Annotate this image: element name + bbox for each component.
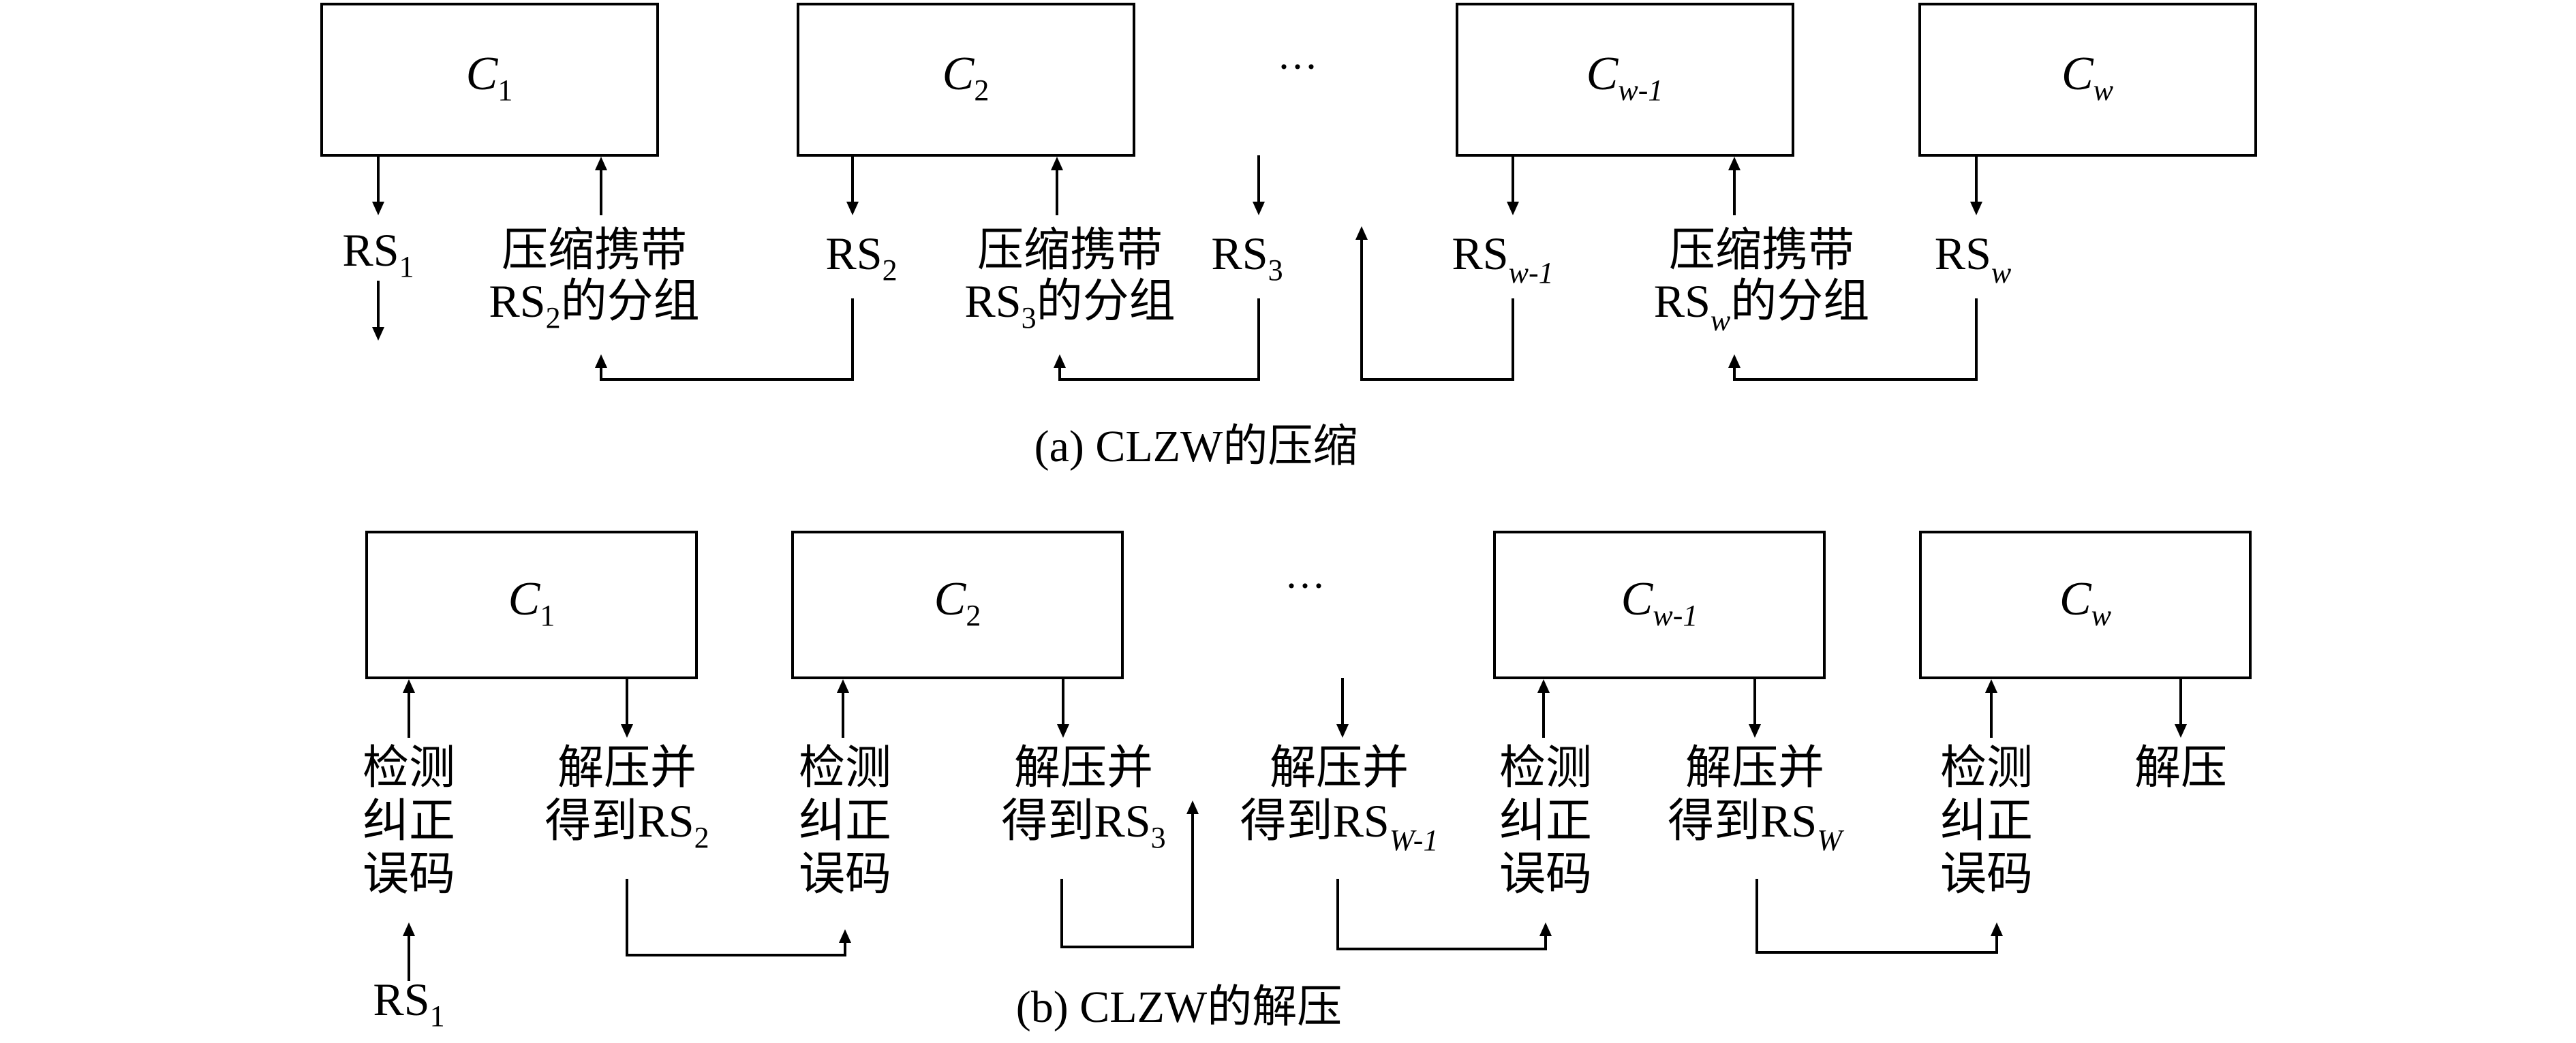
arrow-c1-to-decompress — [621, 678, 633, 738]
svg-text:解压并: 解压并 — [1270, 742, 1409, 794]
box-cw-1-b — [1493, 531, 1826, 679]
arrow-rs1-down — [372, 281, 384, 341]
ellipsis-b: ··· — [1285, 563, 1325, 608]
svg-text:RSw的分组: RSw的分组 — [1654, 275, 1870, 337]
box-cw-b — [1919, 531, 2252, 679]
connector-rsw-to-carry3 — [1728, 298, 1978, 381]
arrow-rs1-to-detect — [403, 922, 415, 981]
ellipsis-a: ··· — [1277, 44, 1318, 89]
figure-b: C1 C2 Cw-1 Cw ··· 检测 纠正 误码 检测 纠正 误码 检测 纠… — [363, 531, 2252, 1033]
arrow-c1-to-rs1 — [372, 155, 384, 215]
arrow-c2-to-decompress — [1057, 678, 1069, 738]
carry-label-rs3: 压缩携带 RS3的分组 — [964, 224, 1175, 334]
decompress-label-rs2: 解压并 得到RS2 — [545, 742, 709, 854]
decompress-label-rsw-1: 解压并 得到RSW-1 — [1240, 742, 1439, 857]
box-label-cw-b: Cw — [2059, 573, 2112, 632]
connector-rs3-to-carry2 — [1054, 298, 1260, 381]
svg-text:得到RSW-1: 得到RSW-1 — [1240, 795, 1439, 857]
svg-text:解压并: 解压并 — [557, 742, 696, 794]
svg-text:压缩携带: 压缩携带 — [1669, 224, 1854, 276]
svg-text:得到RSW: 得到RSW — [1668, 795, 1844, 857]
box-label-c2: C2 — [942, 48, 990, 107]
rs-label-2: RS2 — [825, 228, 897, 287]
connector-rs2-to-detect2 — [626, 879, 851, 956]
svg-text:RS2的分组: RS2的分组 — [489, 275, 699, 334]
svg-text:误码: 误码 — [1940, 848, 2033, 900]
box-label-cw: Cw — [2061, 48, 2114, 107]
decompress-label-rs3: 解压并 得到RS3 — [1001, 742, 1165, 854]
connector-rsw1-up — [1355, 226, 1514, 381]
arrow-cw1-to-decompress — [1749, 678, 1761, 738]
carry-label-rsw: 压缩携带 RSw的分组 — [1654, 224, 1870, 337]
caption-b: (b) CLZW的解压 — [1016, 982, 1342, 1032]
detect-label-1: 检测 纠正 误码 — [363, 742, 455, 900]
svg-text:纠正: 纠正 — [1499, 795, 1592, 847]
arrow-carry-to-c2 — [1051, 157, 1063, 215]
svg-text:误码: 误码 — [799, 848, 891, 900]
caption-a: (a) CLZW的压缩 — [1034, 422, 1358, 471]
svg-text:纠正: 纠正 — [1940, 795, 2033, 847]
svg-text:检测: 检测 — [1940, 742, 2033, 794]
decompress-label-rsw: 解压并 得到RSW — [1668, 742, 1844, 857]
connector-rsw-to-detect4 — [1755, 879, 2003, 954]
arrow-to-decompress-w-1 — [1336, 678, 1349, 738]
box-c1-b — [365, 531, 698, 679]
svg-text:压缩携带: 压缩携带 — [977, 224, 1163, 276]
svg-text:压缩携带: 压缩携带 — [502, 224, 687, 276]
arrow-cw-to-final — [2175, 678, 2187, 738]
svg-text:得到RS2: 得到RS2 — [545, 795, 709, 854]
arrow-cw-to-rsw — [1970, 155, 1982, 215]
connector-rs2-to-carry1 — [595, 298, 854, 381]
svg-text:检测: 检测 — [363, 742, 455, 794]
arrow-carry-to-cw1 — [1728, 157, 1741, 215]
svg-text:纠正: 纠正 — [799, 795, 891, 847]
box-label-c1-b: C1 — [508, 573, 555, 632]
box-label-cw-1: Cw-1 — [1586, 48, 1663, 107]
rs-label-3: RS3 — [1211, 228, 1283, 287]
final-decompress-label: 解压 — [2134, 742, 2227, 794]
connector-rs3-up — [1060, 800, 1199, 948]
box-c2-b — [791, 531, 1124, 679]
detect-label-2: 检测 纠正 误码 — [799, 742, 891, 900]
rs1-input-label: RS1 — [373, 974, 444, 1033]
svg-text:误码: 误码 — [363, 848, 455, 900]
connector-rsw1-to-detect3 — [1336, 879, 1552, 950]
arrow-to-rs3 — [1253, 155, 1265, 215]
rs-label-1: RS1 — [342, 224, 414, 283]
box-cw — [1918, 3, 2257, 157]
arrow-detect-to-c2 — [837, 679, 849, 738]
svg-text:解压并: 解压并 — [1014, 742, 1153, 794]
arrow-detect-to-c1 — [403, 679, 415, 738]
detect-label-4: 检测 纠正 误码 — [1940, 742, 2033, 900]
box-label-c2-b: C2 — [934, 573, 981, 632]
svg-text:得到RS3: 得到RS3 — [1001, 795, 1165, 854]
arrow-c2-to-rs2 — [846, 155, 859, 215]
arrow-detect-to-cw1 — [1537, 679, 1550, 738]
svg-text:误码: 误码 — [1499, 848, 1592, 900]
svg-text:纠正: 纠正 — [363, 795, 455, 847]
arrow-carry-to-c1 — [595, 157, 607, 215]
figure-a: C1 C2 Cw-1 Cw ··· RS1 RS2 RS3 RSw-1 RSw … — [320, 3, 2257, 471]
arrow-cw1-to-rsw1 — [1507, 155, 1519, 215]
box-c1 — [320, 3, 659, 157]
svg-text:RS3的分组: RS3的分组 — [964, 275, 1175, 334]
detect-label-3: 检测 纠正 误码 — [1499, 742, 1592, 900]
arrow-detect-to-cw — [1985, 679, 1997, 738]
box-label-cw-1-b: Cw-1 — [1621, 573, 1698, 632]
rs-label-w-1: RSw-1 — [1452, 228, 1553, 290]
box-label-c1: C1 — [466, 48, 513, 107]
svg-text:检测: 检测 — [799, 742, 891, 794]
box-c2 — [797, 3, 1135, 157]
svg-text:解压并: 解压并 — [1685, 742, 1824, 794]
box-cw-1 — [1456, 3, 1794, 157]
rs-label-w: RSw — [1935, 228, 2012, 290]
svg-text:检测: 检测 — [1499, 742, 1592, 794]
carry-label-rs2: 压缩携带 RS2的分组 — [489, 224, 699, 334]
